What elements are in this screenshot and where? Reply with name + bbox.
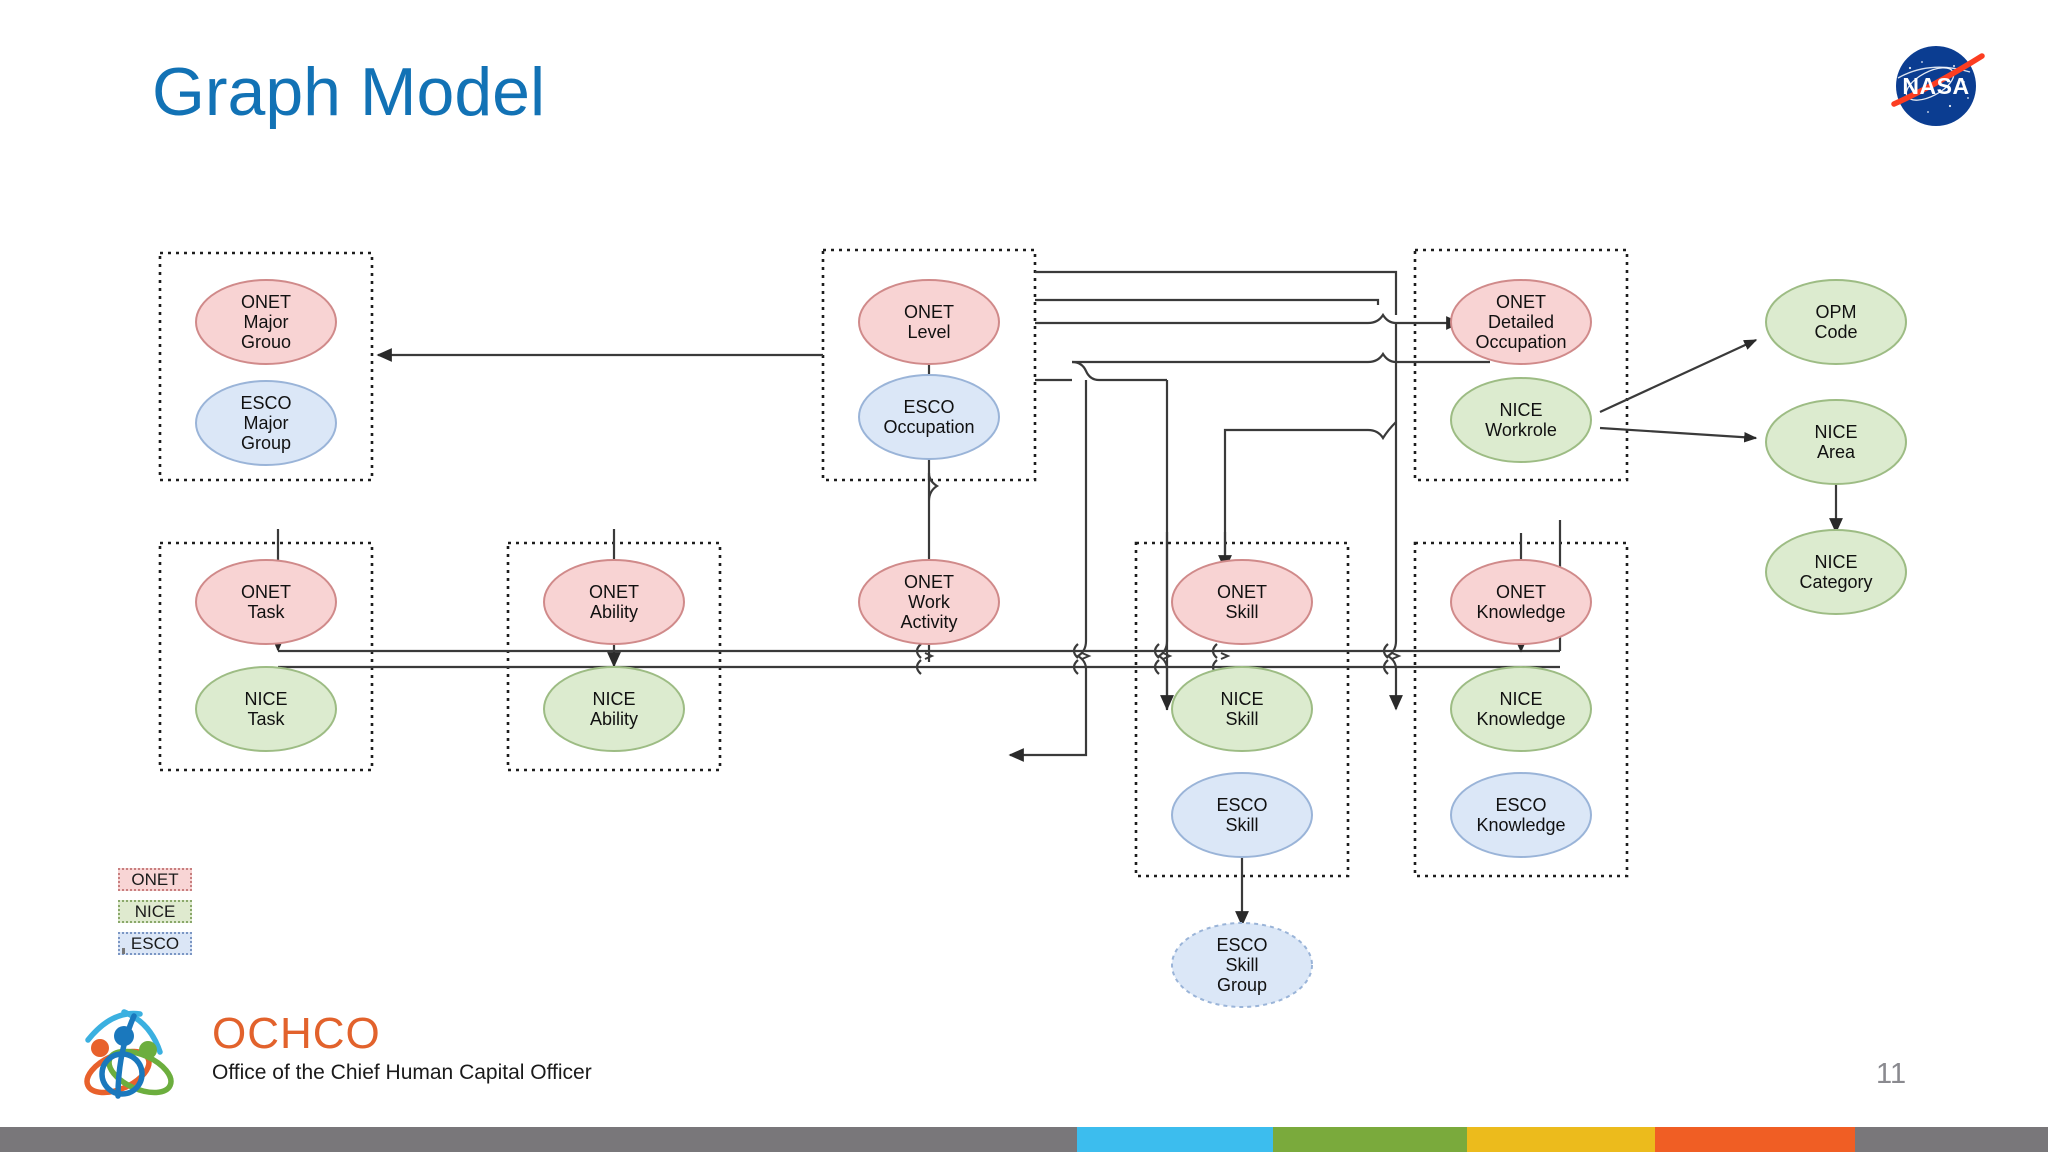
edge-detailed-to-work-activity: [1008, 715, 1088, 762]
edge-workrole-to-nice-knowledge: [1385, 323, 1403, 711]
legend-trailing-dot: [122, 948, 125, 954]
legend-label-onet: ONET: [131, 869, 179, 889]
legend-item-onet: ONET: [118, 868, 192, 891]
page-title: Graph Model: [152, 54, 546, 130]
legend-label-nice: NICE: [134, 901, 176, 921]
ochco-wordmark: OCHCO: [212, 1009, 381, 1058]
edge-workrole-bus: [1223, 421, 1397, 570]
edge-level-to-detailed-arrow: [1035, 312, 1462, 330]
bar-segment-orange: [1655, 1127, 1855, 1152]
bus-crossing-jumps: [915, 643, 1389, 675]
edge-drop-a: [1075, 380, 1088, 715]
legend-item-nice: NICE: [118, 900, 192, 923]
bar-segment-yellow: [1467, 1127, 1655, 1152]
bar-segment-gray-right: [1855, 1127, 2048, 1152]
group-task: [158, 541, 374, 772]
edge-level-bus-212-left: [1071, 360, 1167, 382]
bar-segment-cyan: [1077, 1127, 1273, 1152]
bar-segment-gray-left: [0, 1127, 1077, 1152]
group-detailed: [1413, 248, 1629, 482]
edge-level-to-detailed-a: [1035, 298, 1380, 305]
bar-segment-green: [1273, 1127, 1467, 1152]
legend-label-esco: ESCO: [130, 933, 180, 953]
edge-workrole-to-opm: [1599, 339, 1758, 413]
svg-text:NASA: NASA: [1902, 73, 1969, 99]
edge-drop-b: [1156, 380, 1169, 710]
bottom-color-bar: [0, 1127, 2048, 1152]
ochco-logo-icon: [84, 1009, 174, 1099]
edge-level-to-detailed-top: [1035, 270, 1398, 315]
edge-workrole-to-nice-area: [1599, 426, 1758, 443]
ochco-subtitle: Office of the Chief Human Capital Office…: [212, 1061, 592, 1084]
legend: ONET NICE ESCO: [118, 868, 288, 964]
edge-level-bus-212: [1072, 351, 1490, 364]
nasa-logo-icon: NASA: [1891, 46, 1985, 126]
page-number: 11: [1876, 1058, 1907, 1090]
legend-item-esco: ESCO: [118, 932, 192, 955]
bus-crossing-ticks: [924, 652, 1402, 660]
group-major: [158, 251, 374, 482]
group-level: [821, 248, 1037, 482]
